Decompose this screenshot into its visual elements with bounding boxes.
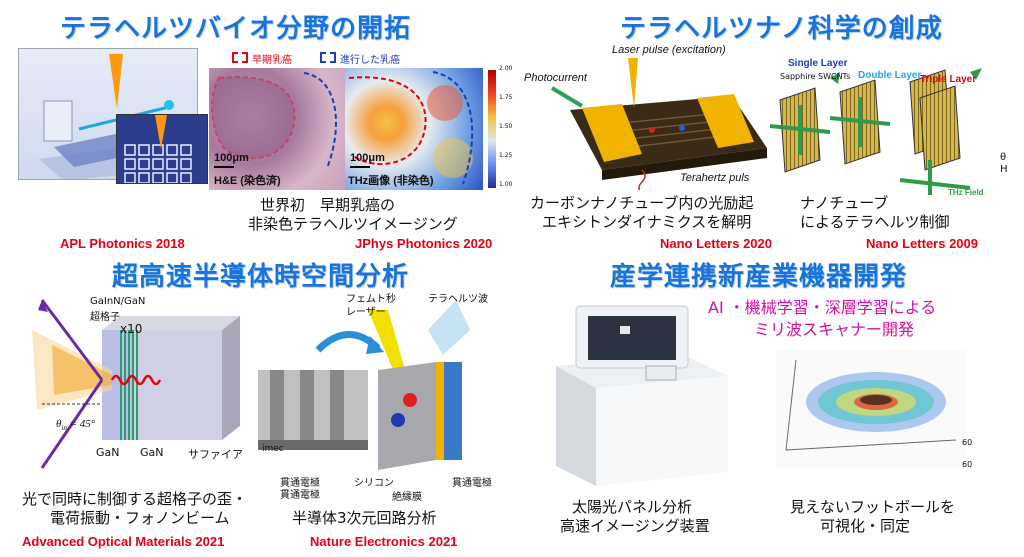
colorbar-tick-3: 1.25 — [499, 152, 513, 159]
bio-citation-right: JPhys Photonics 2020 — [355, 236, 493, 251]
colorbar — [488, 70, 496, 188]
he-scale-bar — [214, 166, 234, 168]
thz-caption: THz画像 (非染色) — [348, 175, 434, 187]
highlight-line1: AI ・機械学習・深層学習による — [708, 298, 937, 317]
gan-label-1: GaN — [96, 446, 120, 459]
mmwave-scan-plot — [776, 350, 966, 468]
laser-label: レーザー — [346, 307, 386, 318]
x10-label: x10 — [120, 322, 143, 336]
bio-section-title: テラヘルツバイオ分野の開拓 — [60, 14, 412, 44]
photocurrent-label: Photocurrent — [524, 72, 587, 84]
single-layer-label: Single Layer — [788, 58, 848, 69]
semi-section-title: 超高速半導体時空間分析 — [112, 262, 410, 292]
imaging-device-illustration — [536, 296, 736, 492]
nano-citation-right: Nano Letters 2009 — [866, 236, 978, 251]
electrode-label-1: 貫通電極 — [280, 478, 320, 489]
thz-scale-bar — [350, 166, 370, 168]
colorbar-tick-1: 1.75 — [499, 94, 513, 101]
legend-early-swatch — [232, 52, 248, 63]
colorbar-tick-4: 1.00 — [499, 181, 513, 188]
semi-caption-left-line2: 電荷振動・フォノンビーム — [50, 509, 230, 527]
superlattice-illustration — [12, 290, 250, 480]
industry-section-title: 産学連携新産業機器開発 — [610, 262, 908, 292]
legend-advanced-label: 進行した乳癌 — [340, 55, 400, 66]
nano-section-title: テラヘルツナノ科学の創成 — [620, 14, 943, 44]
industry-caption-left-line1: 太陽光パネル分析 — [572, 498, 693, 516]
semi-citation-right: Nature Electronics 2021 — [310, 534, 458, 549]
legend-advanced-swatch — [320, 52, 336, 63]
sapphire-label: Sapphire — [780, 72, 816, 81]
he-scale-bar-label: 100μm — [214, 152, 249, 164]
triple-layer-label: Triple Layer — [920, 74, 977, 85]
thz-image — [345, 68, 483, 190]
cnt-device-illustration — [522, 58, 772, 190]
theta-label: θ — [1000, 152, 1007, 163]
angle-value: = 45° — [69, 418, 96, 430]
he-caption: H&E (染色済) — [214, 175, 281, 187]
industry-caption-left-line2: 高速イメージング装置 — [560, 517, 710, 535]
nanotube-layers-illustration — [770, 60, 1010, 195]
industry-caption-right-line1: 見えないフットボールを — [790, 498, 956, 516]
semi-citation-left: Advanced Optical Materials 2021 — [22, 534, 225, 549]
electrode-label-2: 貫通電極 — [280, 490, 320, 501]
colorbar-tick-0: 2.00 — [499, 65, 513, 72]
bio-caption-line2: 非染色テラヘルツイメージング — [248, 215, 458, 233]
gan-label-2: GaN — [140, 446, 164, 459]
thz-scale-bar-label: 100μm — [350, 152, 385, 164]
nano-caption-right-line1: ナノチューブ — [800, 194, 889, 212]
axis-label-60: 60 — [962, 438, 973, 447]
angle-label: θin = 45° — [56, 418, 95, 432]
bio-caption-line1: 世界初 早期乳癌の — [260, 196, 396, 214]
thz-wave-label: テラヘルツ波 — [428, 294, 488, 305]
industry-caption-right-line2: 可視化・同定 — [820, 517, 911, 535]
semi-caption-right: 半導体3次元回路分析 — [292, 509, 437, 527]
gainn-gan-label: GaInN/GaN — [90, 296, 146, 307]
superlattice-label: 超格子 — [90, 312, 120, 323]
highlight-line2: ミリ波スキャナー開発 — [754, 320, 915, 339]
swcnts-label: SWCNTs — [818, 72, 851, 81]
nano-caption-right-line2: によるテラヘルツ制御 — [800, 213, 950, 231]
angle-symbol: θ — [56, 418, 62, 430]
nano-caption-left-line2: エキシトンダイナミクスを解明 — [542, 213, 752, 231]
imec-label: imec — [262, 444, 284, 454]
semi-caption-left-line1: 光で同時に制御する超格子の歪・ — [22, 490, 248, 508]
bio-citation-left: APL Photonics 2018 — [60, 236, 185, 251]
thz-field-label: THz Field — [948, 188, 984, 197]
axis-label-60b: 60 — [962, 460, 973, 469]
femto-label: フェムト秒 — [346, 294, 396, 305]
laser-pulse-label: Laser pulse (excitation) — [612, 44, 726, 56]
nano-citation-left: Nano Letters 2020 — [660, 236, 772, 251]
h-label: H — [1000, 164, 1008, 175]
he-stained-image — [209, 68, 345, 190]
insulator-label: 絶縁膜 — [392, 492, 422, 503]
electrode-label-3: 貫通電極 — [452, 478, 492, 489]
3d-circuit-illustration — [258, 290, 508, 480]
double-layer-label: Double Layer — [858, 70, 922, 81]
silicon-label: シリコン — [354, 478, 394, 489]
metamaterial-inset — [116, 114, 208, 184]
terahertz-pulse-label: Terahertz puls — [680, 172, 750, 184]
angle-subscript: in — [61, 424, 67, 433]
colorbar-tick-2: 1.50 — [499, 123, 513, 130]
legend-early-label: 早期乳癌 — [252, 55, 292, 66]
nano-caption-left-line1: カーボンナノチューブ内の光励起 — [530, 194, 754, 212]
sapphire-label-jp: サファイア — [188, 448, 243, 461]
